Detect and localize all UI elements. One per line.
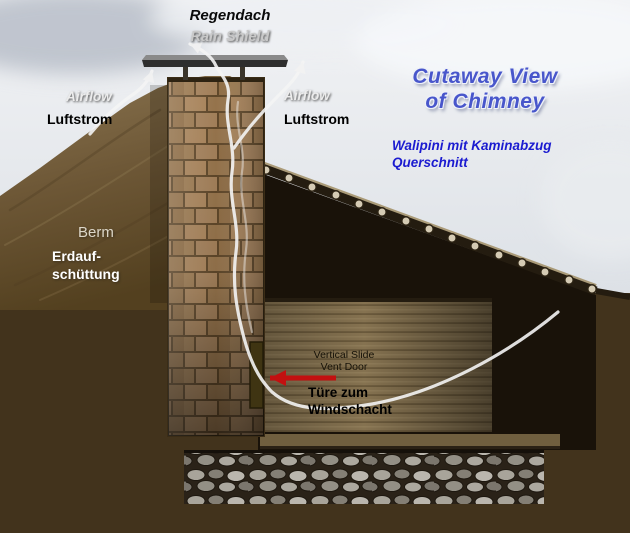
diagram-title-line2: of Chimney xyxy=(425,90,545,113)
chimney xyxy=(167,77,265,437)
vent-door-label-de-line2: Windschacht xyxy=(308,402,392,417)
roof xyxy=(260,161,598,296)
airflow-main-path xyxy=(188,42,560,411)
berm-label-de: Erdauf- schüttung xyxy=(52,247,120,283)
airflow-left-label-de: Luftstrom xyxy=(47,111,113,127)
airflow-lines xyxy=(88,42,560,411)
airflow-left-branch xyxy=(88,69,155,136)
hill-chimney-shadow xyxy=(150,85,168,303)
vent-door-label-en: Vertical Slide Vent Door xyxy=(296,349,392,373)
rain-shield-label-en: Rain Shield xyxy=(190,29,270,45)
pit-floor-ledge xyxy=(260,434,560,448)
vent-door-label-en-line1: Vertical Slide xyxy=(313,349,375,361)
airflow-right-label-de: Luftstrom xyxy=(284,111,350,127)
diagram-subtitle-line2: Querschnitt xyxy=(392,155,468,170)
roof-rafter-ends xyxy=(261,165,597,294)
gravel-bed xyxy=(184,450,544,504)
diagram-subtitle: Walipini mit Kaminabzug Querschnitt xyxy=(392,137,552,171)
vent-door xyxy=(249,341,264,409)
vent-door-label-de: Türe zum Windschacht xyxy=(308,384,392,418)
diagram-title-line1: Cutaway View xyxy=(412,65,558,88)
vent-door-label-en-line2: Vent Door xyxy=(320,361,368,373)
ground-surface-right xyxy=(595,288,630,300)
pit-floor-line xyxy=(260,446,560,449)
diagram-title: Cutaway View of Chimney xyxy=(378,64,592,114)
berm-label-de-line1: Erdauf- xyxy=(52,248,101,264)
rain-shield-label-de: Regendach xyxy=(189,7,271,24)
berm-label-de-line2: schüttung xyxy=(52,266,120,282)
airflow-right-label-en: Airflow xyxy=(284,88,330,103)
airflow-right-branch xyxy=(232,60,306,150)
airflow-left-label-en: Airflow xyxy=(66,89,112,104)
diagram-subtitle-line1: Walipini mit Kaminabzug xyxy=(392,138,552,153)
pit-back-wall xyxy=(260,298,492,432)
vent-door-label-de-line1: Türe zum xyxy=(308,385,369,400)
berm-label-en: Berm xyxy=(78,224,114,241)
